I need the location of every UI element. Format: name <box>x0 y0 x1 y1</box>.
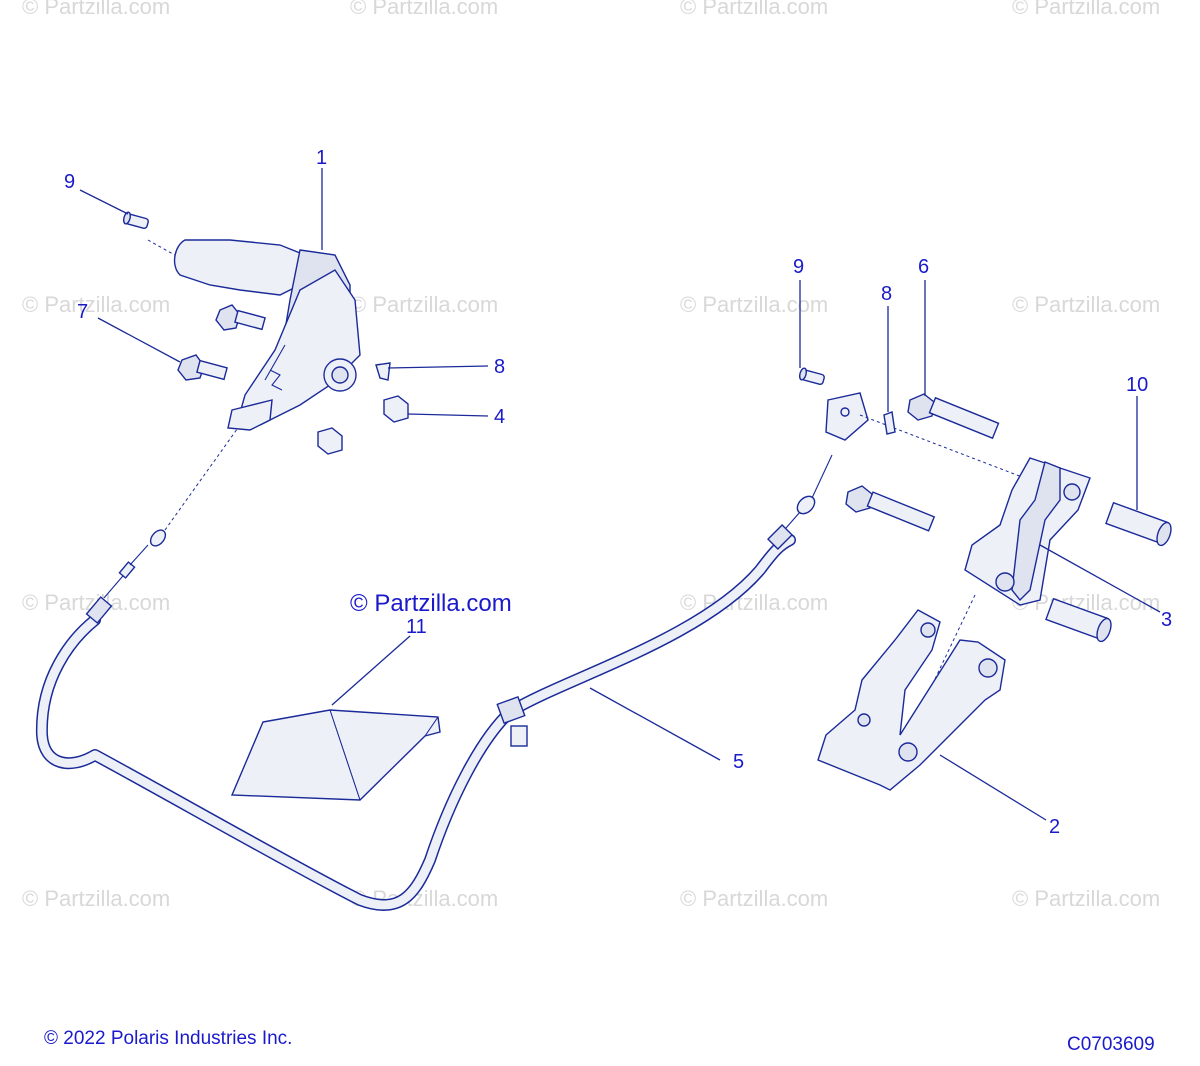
watermark: © Partzilla.com <box>22 0 171 19</box>
bracket-plate <box>817 609 1047 821</box>
callout-1: 1 <box>316 147 328 169</box>
parking-brake-lever <box>173 168 361 431</box>
retaining-clip-left <box>375 362 489 381</box>
watermark-center: © Partzilla.com <box>350 590 512 617</box>
callout-11: 11 <box>406 616 427 638</box>
bolt-long <box>845 280 1000 532</box>
retaining-clip-right <box>883 306 896 435</box>
watermark: © Partzilla.com <box>1012 0 1161 19</box>
callout-9: 9 <box>64 171 76 193</box>
watermark: © Partzilla.com <box>680 886 829 911</box>
callout-9: 9 <box>793 256 805 278</box>
watermark: © Partzilla.com <box>350 0 499 19</box>
spacer-tube <box>1045 396 1172 643</box>
callout-7: 7 <box>77 301 89 323</box>
callout-10: 10 <box>1126 374 1149 396</box>
callout-6: 6 <box>918 256 930 278</box>
watermark: © Partzilla.com <box>22 886 171 911</box>
watermark: © Partzilla.com <box>1012 886 1161 911</box>
heat-shield-plate <box>230 635 441 801</box>
watermark: © Partzilla.com <box>22 292 171 317</box>
bolt <box>97 304 266 381</box>
copyright-text: © 2022 Polaris Industries Inc. <box>44 1028 293 1049</box>
clevis-pin-right <box>799 280 825 385</box>
watermark: © Partzilla.com <box>680 0 829 19</box>
brake-cable <box>35 392 869 911</box>
callout-2: 2 <box>1049 816 1061 838</box>
callout-5: 5 <box>733 751 745 773</box>
callout-3: 3 <box>1161 609 1173 631</box>
watermark: © Partzilla.com <box>1012 292 1161 317</box>
clevis-pin-left <box>79 189 149 229</box>
callout-8: 8 <box>881 283 893 305</box>
flange-nut <box>317 395 489 455</box>
diagram-code: C0703609 <box>1067 1034 1155 1055</box>
watermark: © Partzilla.com <box>350 292 499 317</box>
mounting-bracket <box>964 457 1161 613</box>
callout-8: 8 <box>494 356 506 378</box>
callout-4: 4 <box>494 406 506 428</box>
watermark: © Partzilla.com <box>680 292 829 317</box>
